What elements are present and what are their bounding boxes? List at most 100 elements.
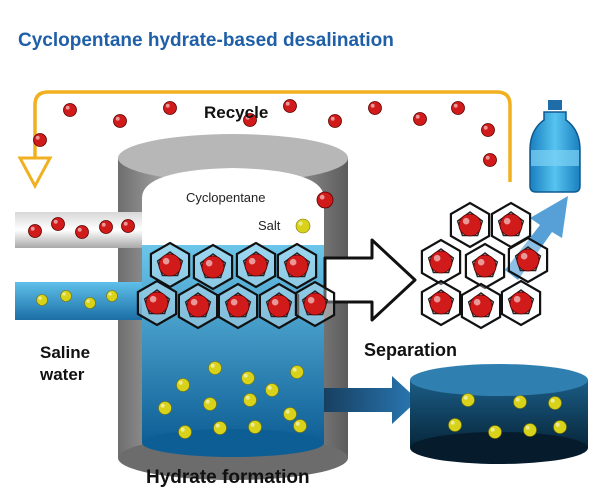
cyclopentane-molecule-highlight [462,217,470,225]
salt-particle-highlight [215,423,220,428]
salt-particle-highlight [267,385,272,390]
recycle-cyclopentane-highlight [65,105,70,110]
cyclopentane-molecule [186,294,210,318]
salt-particle [488,425,502,439]
salt-particle [208,361,222,375]
inlet-salt [106,290,118,302]
cyclopentane-molecule-highlight [307,296,315,304]
salt-particle-highlight [180,427,185,432]
cyclopentane-molecule [429,291,453,315]
salt-particle [178,425,192,439]
salt-particle [241,371,255,385]
salt-particle [243,393,257,407]
cyclopentane-molecule [226,294,250,318]
salt-particle-highlight [245,395,250,400]
salt-particle [293,419,307,433]
legend-cyclopentane-icon [316,191,334,209]
inlet-cyclopentane [75,225,89,239]
cyclopentane-molecule-highlight [503,217,511,225]
cyclopentane-molecule [499,213,523,237]
salt-particle-highlight [525,425,530,430]
recycle-cyclopentane [33,133,47,147]
cyclopentane-molecule [516,248,540,272]
saline-water-label-line2: water [40,365,85,384]
recycle-cyclopentane [413,112,427,126]
cyclopentane-molecule [509,291,533,315]
cyclopentane-molecule-highlight [433,295,441,303]
salt-particle-highlight [515,397,520,402]
recycle-cyclopentane-highlight [370,103,375,108]
cyclopentane-molecule [145,291,169,315]
cyclopentane-molecule-highlight [433,254,441,262]
cyclopentane-molecule-highlight [271,298,279,306]
saline-inlet-pipe [15,282,142,320]
saline-water-label-line1: Saline [40,343,91,362]
recycle-arrowhead [17,156,53,190]
cyclopentane-molecule [201,255,225,279]
cyclopentane-molecule [244,253,268,277]
cyclopentane-molecule-highlight [248,257,256,265]
recycle-cyclopentane [481,123,495,137]
legend-cyclopentane-icon-highlight [319,194,325,200]
cyclopentane-molecule-highlight [477,258,485,266]
recycle-cyclopentane [63,103,77,117]
recycle-cyclopentane [368,101,382,115]
salt-particle [548,396,562,410]
inlet-cyclopentane [121,219,135,233]
diagram-title: Cyclopentane hydrate-based desalination [18,30,394,51]
cyclopentane-molecule-highlight [520,252,528,260]
salt-particle [553,420,567,434]
recycle-cyclopentane [328,114,342,128]
cyclopentane-molecule [285,254,309,278]
cyclopentane-molecule-highlight [473,298,481,306]
recycle-cyclopentane [163,101,177,115]
salt-particle-highlight [490,427,495,432]
inlet-salt-highlight [86,299,90,303]
inlet-cyclopentane [99,220,113,234]
recycle-cyclopentane-highlight [285,101,290,106]
plastic-bottle-icon [529,100,581,193]
cyclopentane-molecule [458,213,482,237]
inlet-cyclopentane-highlight [101,222,106,227]
salt-particle-highlight [160,403,165,408]
salt-particle [265,383,279,397]
salt-particle-highlight [250,422,255,427]
cyclopentane-molecule-highlight [190,298,198,306]
cyclopentane-molecule-highlight [205,259,213,267]
recycle-cyclopentane [113,114,127,128]
arrow-right-icon [323,238,417,322]
recycle-cyclopentane [283,99,297,113]
salt-particle [513,395,527,409]
salt-particle [203,397,217,411]
recycle-cyclopentane-highlight [483,125,488,130]
salt-particle [283,407,297,421]
salt-particle-highlight [243,373,248,378]
legend-salt-label: Salt [258,218,281,233]
legend-salt-icon [295,218,311,234]
recycle-cyclopentane-highlight [453,103,458,108]
salt-particle-highlight [205,399,210,404]
salt-particle-highlight [178,380,183,385]
inlet-salt-highlight [62,292,66,296]
fresh-water-dish [410,364,588,464]
inlet-cyclopentane-highlight [30,226,35,231]
salt-particle-highlight [555,422,560,427]
recycle-loop-arrow [33,90,512,182]
recycle-cyclopentane-highlight [415,114,420,119]
inlet-cyclopentane-highlight [53,219,58,224]
salt-particle [523,423,537,437]
salt-particle-highlight [450,420,455,425]
cyclopentane-molecule [303,292,327,316]
recycle-cyclopentane-highlight [35,135,40,140]
inlet-cyclopentane-highlight [77,227,82,232]
recycle-cyclopentane-highlight [165,103,170,108]
recycle-label: Recycle [204,103,269,122]
separation-label: Separation [364,340,458,360]
salt-particle [176,378,190,392]
legend-salt-icon-highlight [298,221,303,226]
inlet-salt [36,294,48,306]
salt-particle [448,418,462,432]
inlet-salt-highlight [38,296,42,300]
